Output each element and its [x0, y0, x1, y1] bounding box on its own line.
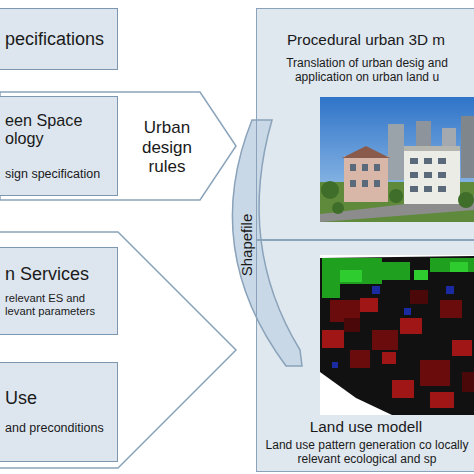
- panel-fill: [256, 8, 474, 240]
- node-subtitle: Land use pattern generation co locally r…: [263, 439, 471, 467]
- input-chevron: [0, 232, 236, 468]
- node-subtitle: relevant ES and levant parameters: [5, 292, 117, 318]
- typology-box: een Space ology sign specification: [0, 96, 118, 196]
- node-title: een Space ology: [5, 111, 117, 148]
- node-title: Land use modell: [257, 418, 474, 436]
- node-title: Urban design rules: [130, 118, 204, 177]
- node-title: pecifications: [5, 29, 104, 50]
- procedural-panel: Procedural urban 3D m Translation of urba…: [256, 8, 474, 240]
- node-title: n Services: [5, 264, 89, 285]
- node-subtitle: sign specification: [5, 167, 100, 181]
- rule-arrow: Urban design rules een Space ology sign sp…: [0, 92, 236, 200]
- landuse-panel: Land use modellLand use pattern generati…: [256, 240, 474, 472]
- node-subtitle: Translation of urban desig and applicati…: [267, 57, 467, 85]
- city-rendering: [320, 97, 474, 222]
- shapefile-node: Shapefile: [222, 118, 304, 368]
- node-subtitle: and preconditions: [5, 421, 104, 435]
- shapefile-band: [232, 120, 302, 366]
- services-box: n Services relevant ES and levant paramet…: [0, 247, 118, 335]
- land-use-map: [320, 255, 474, 415]
- node-title: Procedural urban 3D m: [257, 31, 474, 49]
- node-title: Shapefile: [238, 214, 255, 277]
- landuse-box: Use and preconditions: [0, 362, 118, 462]
- node-title: Use: [5, 388, 37, 409]
- spec-box: pecifications: [0, 8, 118, 70]
